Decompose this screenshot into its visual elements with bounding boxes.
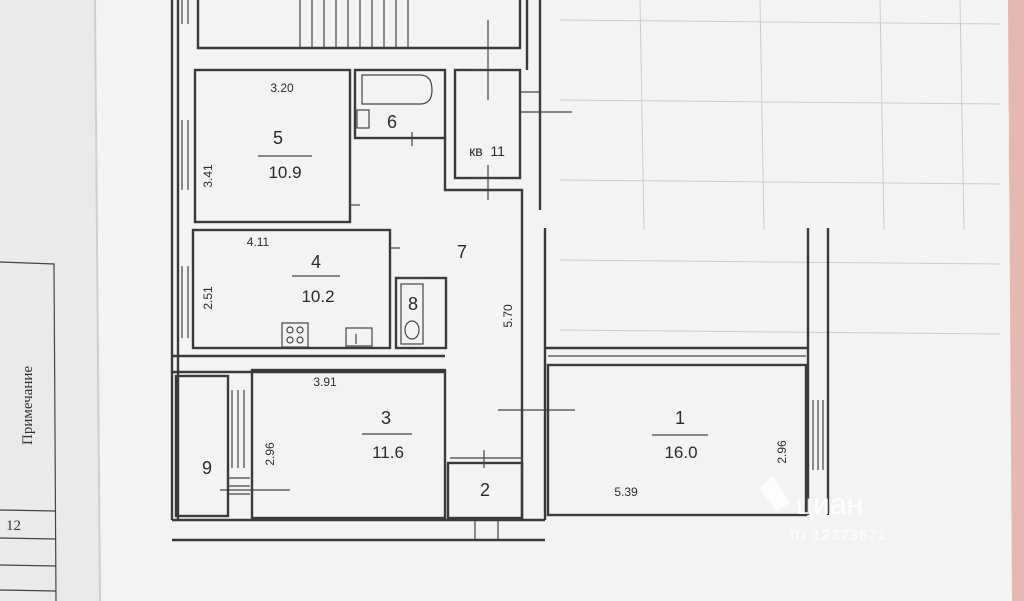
room-3-area: 11.6 (372, 443, 404, 462)
room-9-number: 9 (202, 458, 212, 478)
paper-grid (559, 0, 1001, 335)
left-page (0, 0, 100, 601)
room-7-length: 5.70 (501, 304, 515, 328)
walls (170, 0, 830, 542)
note-header: Примечание (20, 366, 36, 445)
room-5-width: 3.20 (270, 81, 294, 95)
pink-edge (1008, 0, 1024, 601)
room-1-area: 16.0 (664, 443, 697, 462)
room-4-area: 10.2 (301, 287, 334, 306)
room-1-number: 1 (675, 408, 685, 428)
room-3-height: 2.96 (263, 442, 277, 466)
apartment-label: кв 11 (469, 143, 505, 159)
room-5-area: 10.9 (268, 163, 301, 182)
watermark-id: ID 12373671 (790, 527, 887, 544)
room-2-number: 2 (480, 480, 490, 500)
row-number: 12 (6, 518, 21, 534)
room-4-number: 4 (311, 252, 321, 272)
room-3-width: 3.91 (313, 375, 337, 389)
watermark: циан ID 12373671 (760, 476, 887, 544)
watermark-brand: циан (796, 488, 863, 521)
room-5-height: 3.41 (201, 164, 215, 188)
room-4-width: 4.11 (247, 235, 270, 249)
room-1-height: 2.96 (775, 440, 789, 464)
room-7-number: 7 (457, 242, 467, 262)
room-4-height: 2.51 (201, 286, 215, 310)
area-underlines (258, 155, 708, 436)
page-fold (94, 0, 101, 601)
watermark-logo-icon (760, 476, 790, 512)
side-table (0, 261, 57, 601)
room-6-number: 6 (387, 112, 397, 132)
room-5-number: 5 (273, 128, 283, 148)
room-3-number: 3 (381, 408, 391, 428)
room-8-number: 8 (408, 294, 418, 314)
room-1-width: 5.39 (614, 485, 638, 499)
